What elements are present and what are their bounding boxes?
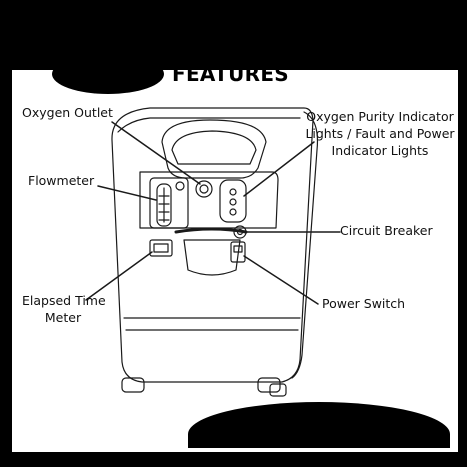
leader-flowmeter — [97, 185, 157, 201]
label-elapsed-time-line1: Elapsed Time — [22, 293, 106, 308]
label-elapsed-time-meter: Elapsed Time Meter — [22, 292, 106, 326]
label-purity-line1: Oxygen Purity Indicator — [306, 109, 454, 124]
label-purity-line3: Indicator Lights — [331, 143, 429, 158]
label-purity-indicator: Oxygen Purity Indicator Lights / Fault a… — [302, 108, 458, 159]
bottle-holder — [183, 239, 241, 276]
left-front-wheel — [121, 377, 145, 393]
flowmeter-housing — [149, 177, 189, 229]
concentrator-body-outline — [111, 107, 314, 383]
features-title: FEATURES — [172, 62, 289, 86]
leader-purity — [243, 141, 315, 197]
oxygen-outlet-fitting — [195, 180, 213, 198]
concentrator-inner-edge — [117, 117, 301, 133]
label-elapsed-time-line2: Meter — [44, 310, 82, 325]
black-title-blob — [52, 54, 164, 94]
black-bottom-blob — [188, 402, 450, 448]
leader-power-switch — [243, 255, 319, 305]
label-flowmeter: Flowmeter — [28, 173, 95, 188]
label-power-switch: Power Switch — [322, 296, 406, 311]
rear-wheel — [269, 383, 287, 397]
flowmeter-tube — [156, 183, 172, 227]
power-switch — [230, 241, 246, 263]
upper-control-panel — [139, 171, 279, 229]
elapsed-time-meter — [149, 239, 173, 257]
right-front-wheel — [257, 377, 281, 393]
concentrator-side-edge — [291, 111, 319, 379]
leader-elapsed-time — [85, 251, 153, 301]
indicator-lights-panel — [219, 179, 247, 223]
center-grip-bar — [174, 227, 248, 234]
label-oxygen-outlet: Oxygen Outlet — [22, 105, 113, 120]
handle-outline — [161, 119, 267, 179]
label-purity-line2: Lights / Fault and Power — [305, 126, 455, 141]
label-circuit-breaker: Circuit Breaker — [340, 223, 433, 238]
leader-oxygen-outlet — [111, 121, 201, 185]
handle-grip — [171, 130, 257, 165]
